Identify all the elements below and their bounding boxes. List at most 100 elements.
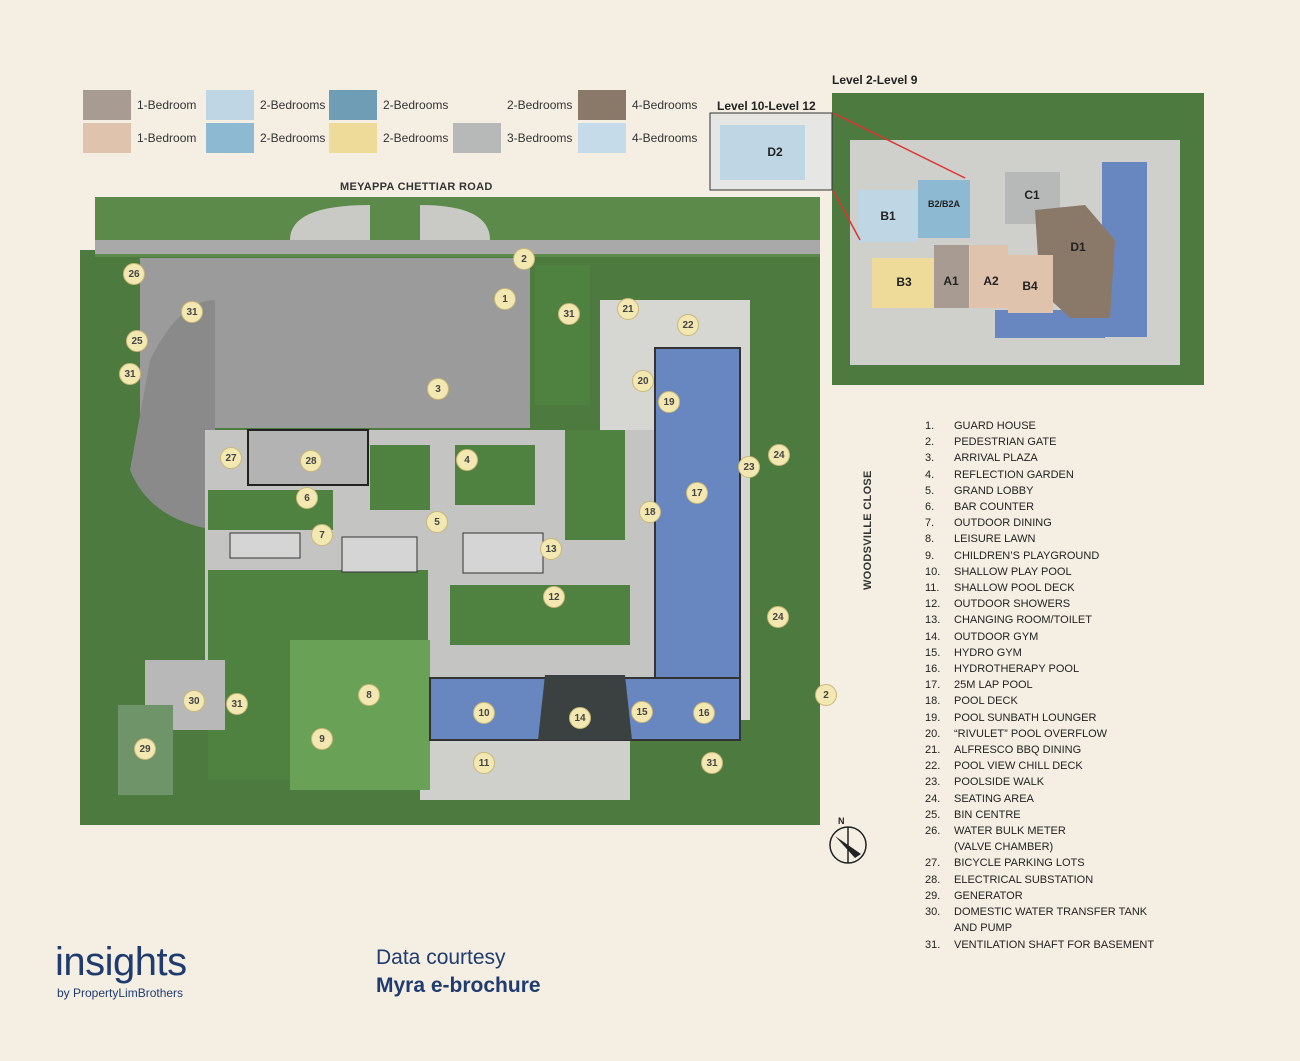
gate-arc (290, 205, 490, 240)
legend-swatch (206, 123, 254, 153)
facility-pin: 24 (768, 444, 790, 466)
garden-5 (450, 585, 630, 645)
legend-item: 2-Bedrooms (206, 123, 325, 153)
facility-row: 27. BICYCLE PARKING LOTS (925, 855, 1174, 871)
road-north (95, 240, 820, 254)
legend-swatch (329, 123, 377, 153)
unit-A2 (970, 245, 1008, 308)
facility-pin: 10 (473, 702, 495, 724)
facility-number: 11. (925, 582, 940, 595)
facility-row: 13.CHANGING ROOM/TOILET (925, 612, 1174, 628)
legend-swatch (83, 123, 131, 153)
facility-pin: 31 (226, 693, 248, 715)
ramp-curve (130, 300, 215, 530)
facility-row: 26.WATER BULK METER (925, 823, 1174, 839)
legend-label: 1-Bedroom (137, 98, 197, 112)
unit-D1 (1035, 205, 1115, 318)
unit-label: C1 (1024, 188, 1040, 202)
unit-B1 (858, 190, 918, 242)
facility-number: 24. (925, 792, 941, 805)
facility-pin: 5 (426, 511, 448, 533)
facility-pin: 22 (677, 314, 699, 336)
facility-pin: 3 (427, 378, 449, 400)
unit-label: A1 (943, 274, 959, 288)
facility-number: 4. (925, 468, 935, 481)
facility-name: OUTDOOR DINING (954, 517, 1052, 530)
facility-pin: 29 (134, 738, 156, 760)
facility-row: 29.GENERATOR (925, 888, 1174, 904)
unit-label: A2 (983, 274, 999, 288)
facility-row: 3.ARRIVAL PLAZA (925, 450, 1174, 466)
legend-label: 2-Bedrooms (383, 131, 449, 145)
facility-number: 30. (925, 906, 941, 919)
facility-pin: 8 (358, 684, 380, 706)
unit-B2 (918, 180, 970, 238)
facility-name: BIN CENTRE (954, 808, 1021, 821)
facility-pin: 23 (738, 456, 760, 478)
facility-number: 15. (925, 646, 941, 659)
facility-name: POOL VIEW CHILL DECK (954, 760, 1083, 773)
facility-pin: 28 (300, 450, 322, 472)
unit-A1 (934, 245, 969, 308)
facility-name: BICYCLE PARKING LOTS (954, 857, 1085, 870)
facility-number: 27. (925, 857, 941, 870)
facility-row: 30.DOMESTIC WATER TRANSFER TANK (925, 904, 1174, 920)
compass-north-label: N (838, 816, 845, 826)
facility-name: CHANGING ROOM/TOILET (954, 614, 1092, 627)
facility-row: 5.GRAND LOBBY (925, 483, 1174, 499)
legend-label: 2-Bedrooms (383, 98, 449, 112)
legend-label: 2-Bedrooms (260, 131, 326, 145)
facility-row: 8.LEISURE LAWN (925, 531, 1174, 547)
garden-2 (370, 445, 430, 510)
facility-name: OUTDOOR GYM (954, 630, 1039, 643)
facility-number: 14. (925, 630, 941, 643)
facility-number: 25. (925, 808, 941, 821)
legend-item: 4-Bedrooms (578, 123, 697, 153)
facility-number: 26. (925, 825, 941, 838)
level-label-penthouse: Level 10-Level 12 (717, 99, 816, 113)
facility-pin: 18 (639, 501, 661, 523)
facility-number: 12. (925, 598, 941, 611)
facility-name: POOL SUNBATH LOUNGER (954, 711, 1097, 724)
facility-pin: 17 (686, 482, 708, 504)
facility-row: 20.“RIVULET” POOL OVERFLOW (925, 726, 1174, 742)
facility-row: 17.25M LAP POOL (925, 677, 1174, 693)
road-label-east: WOODSVILLE CLOSE (862, 470, 874, 590)
unit-label: B1 (880, 209, 896, 223)
facility-row: 16.HYDROTHERAPY POOL (925, 661, 1174, 677)
facility-row: (VALVE CHAMBER) (925, 839, 1174, 855)
facility-number: 8. (925, 533, 935, 546)
logo-subtitle: by PropertyLimBrothers (57, 986, 184, 1000)
garden-6 (535, 265, 590, 405)
facility-number: 21. (925, 744, 941, 757)
facility-number (925, 839, 954, 855)
facility-number: 20. (925, 727, 941, 740)
facility-pin: 16 (693, 702, 715, 724)
facility-pin: 9 (311, 728, 333, 750)
legend-label: 2-Bedrooms (260, 98, 326, 112)
legend-swatch (453, 90, 501, 120)
facility-name: 25M LAP POOL (954, 679, 1033, 692)
legend-item: 2-Bedrooms (329, 90, 448, 120)
facility-name: OUTDOOR SHOWERS (954, 598, 1071, 611)
legend-item: 4-Bedrooms (578, 90, 697, 120)
level-label-typical: Level 2-Level 9 (832, 73, 918, 87)
unit-D2 (720, 125, 805, 180)
facility-name: PEDESTRIAN GATE (954, 436, 1057, 449)
facility-number: 29. (925, 889, 941, 902)
courtesy-line-1: Data courtesy (376, 946, 506, 969)
facility-row: 22.POOL VIEW CHILL DECK (925, 758, 1174, 774)
facility-number: 19. (925, 711, 941, 724)
facility-row: 25. BIN CENTRE (925, 807, 1174, 823)
facility-row: 7.OUTDOOR DINING (925, 515, 1174, 531)
facility-name: POOLSIDE WALK (954, 776, 1045, 789)
unit-label: D2 (767, 145, 783, 159)
facility-number: 9. (925, 549, 935, 562)
facility-pin: 4 (456, 449, 478, 471)
facility-name: HYDROTHERAPY POOL (954, 663, 1080, 676)
insights-logo: insights (55, 940, 187, 984)
courtesy-line-2: Myra e-brochure (376, 974, 541, 997)
facility-pin: 13 (540, 538, 562, 560)
